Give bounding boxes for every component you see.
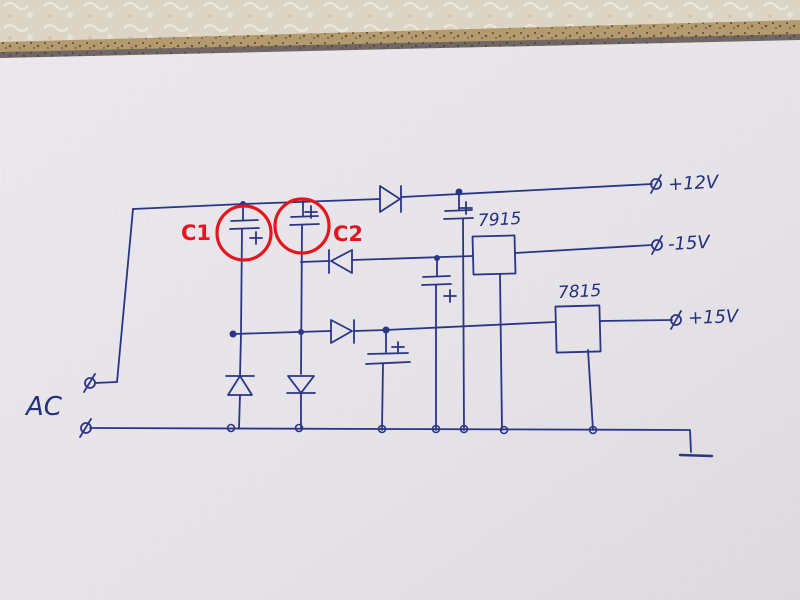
label-ac-input: AC bbox=[26, 392, 62, 422]
paper-grid bbox=[0, 40, 800, 600]
wire-left-vertical bbox=[94, 208, 134, 384]
terminal-plus15 bbox=[670, 310, 682, 330]
regulator-7915-box bbox=[471, 234, 517, 276]
wire-negative-branch bbox=[300, 260, 329, 263]
wire-negative-to-7915 bbox=[351, 255, 474, 261]
label-output-minus15: -15V bbox=[667, 231, 711, 256]
wire-7815-out bbox=[599, 319, 673, 322]
label-regulator-7915: 7915 bbox=[477, 208, 522, 232]
wire-positive-branch bbox=[232, 330, 331, 335]
diode-c1-lower bbox=[225, 333, 255, 429]
ground-symbol bbox=[678, 453, 714, 458]
wire-7815-gnd bbox=[587, 349, 594, 431]
label-c2: C2 bbox=[333, 222, 364, 246]
terminal-minus15 bbox=[651, 235, 663, 255]
highlight-circle-c2 bbox=[273, 197, 331, 255]
terminal-plus12 bbox=[650, 174, 662, 194]
diode-minus15 bbox=[328, 249, 353, 274]
capacitor-7915-input bbox=[421, 257, 457, 431]
diode-c2-lower bbox=[286, 375, 316, 429]
wire-ground-rail bbox=[89, 427, 692, 453]
wire-top-rail-right bbox=[401, 183, 653, 198]
highlight-circle-c1 bbox=[215, 204, 273, 262]
capacitor-7815-input bbox=[365, 329, 411, 431]
capacitor-c2 bbox=[289, 199, 320, 375]
terminal-ac-upper bbox=[83, 373, 96, 393]
wire-7915-out bbox=[514, 244, 653, 254]
terminal-ac-lower bbox=[79, 418, 92, 438]
diode-plus12 bbox=[379, 185, 402, 213]
label-c1: C1 bbox=[181, 221, 212, 245]
junctions bbox=[229, 188, 463, 338]
regulator-7815-box bbox=[554, 304, 602, 354]
capacitor-c1 bbox=[229, 203, 263, 335]
label-output-plus12: +12V bbox=[667, 171, 719, 196]
schematic bbox=[79, 174, 714, 458]
ground-junctions bbox=[226, 423, 598, 435]
label-regulator-7815: 7815 bbox=[557, 280, 602, 304]
wire-7915-gnd bbox=[499, 273, 503, 431]
label-output-plus15: +15V bbox=[687, 306, 739, 329]
